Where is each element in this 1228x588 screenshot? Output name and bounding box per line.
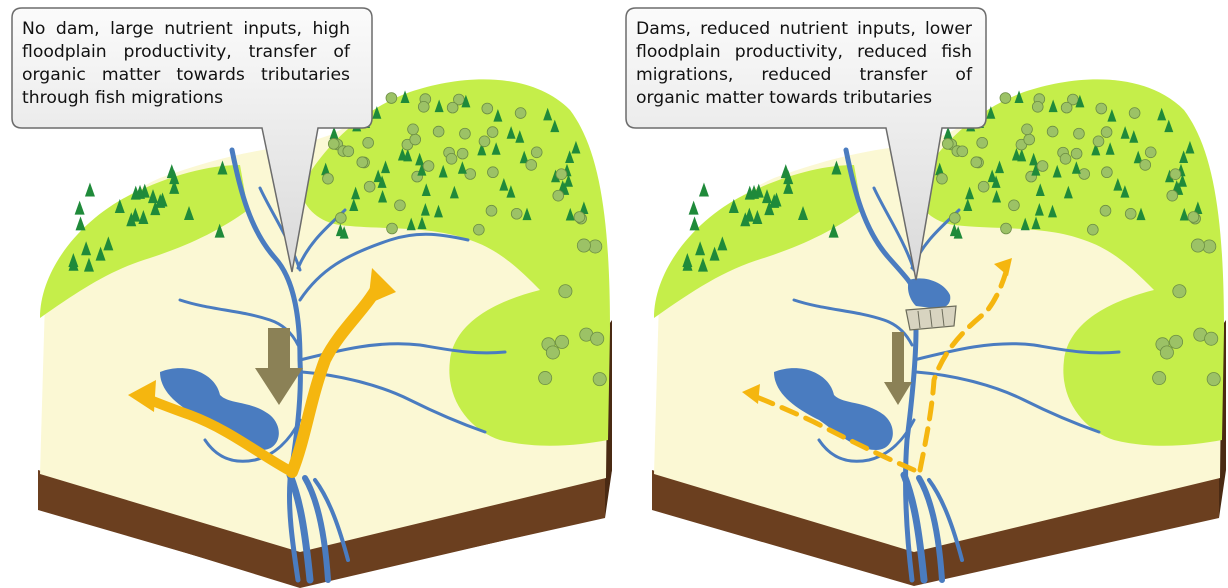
panel-dams: Dams, reduced nutrient inputs, lower flo… — [614, 0, 1228, 588]
broadleaf-tree — [978, 181, 989, 192]
broadleaf-tree — [433, 126, 444, 137]
broadleaf-tree — [977, 137, 988, 148]
broadleaf-tree — [328, 138, 339, 149]
broadleaf-tree — [1101, 127, 1112, 138]
panel-no-dam: No dam, large nutrient inputs, high floo… — [0, 0, 614, 588]
broadleaf-tree — [1167, 190, 1178, 201]
broadleaf-tree — [574, 212, 585, 223]
broadleaf-tree — [410, 134, 421, 145]
broadleaf-tree — [526, 160, 537, 171]
broadleaf-tree — [473, 224, 484, 235]
broadleaf-tree — [395, 200, 406, 211]
broadleaf-tree — [1129, 108, 1140, 119]
broadleaf-tree — [1087, 224, 1098, 235]
broadleaf-tree — [539, 371, 552, 384]
conifer-tree — [76, 216, 86, 230]
broadleaf-tree — [949, 213, 960, 224]
broadleaf-tree — [515, 108, 526, 119]
broadleaf-tree — [1207, 373, 1220, 386]
callout-text: Dams, reduced nutrient inputs, lower flo… — [636, 18, 972, 110]
broadleaf-tree — [1205, 332, 1218, 345]
broadleaf-tree — [1022, 124, 1033, 135]
broadleaf-tree — [1170, 169, 1181, 180]
broadleaf-tree — [556, 169, 567, 180]
conifer-tree — [85, 183, 95, 197]
broadleaf-tree — [1101, 167, 1112, 178]
broadleaf-tree — [457, 148, 468, 159]
broadleaf-tree — [591, 332, 604, 345]
broadleaf-tree — [1191, 239, 1204, 252]
broadleaf-tree — [482, 103, 493, 114]
broadleaf-tree — [486, 205, 497, 216]
broadleaf-tree — [1140, 160, 1151, 171]
broadleaf-tree — [1061, 102, 1072, 113]
broadleaf-tree — [1169, 335, 1182, 348]
broadleaf-tree — [1074, 128, 1085, 139]
broadleaf-tree — [511, 208, 522, 219]
broadleaf-tree — [937, 173, 948, 184]
broadleaf-tree — [1160, 346, 1173, 359]
broadleaf-tree — [1173, 285, 1186, 298]
broadleaf-tree — [487, 167, 498, 178]
broadleaf-tree — [1071, 148, 1082, 159]
broadleaf-tree — [335, 213, 346, 224]
broadleaf-tree — [577, 239, 590, 252]
broadleaf-tree — [1188, 212, 1199, 223]
broadleaf-tree — [386, 93, 397, 104]
broadleaf-tree — [957, 146, 968, 157]
broadleaf-tree — [1153, 371, 1166, 384]
broadleaf-tree — [408, 124, 419, 135]
broadleaf-tree — [447, 102, 458, 113]
broadleaf-tree — [343, 146, 354, 157]
conifer-tree — [690, 216, 700, 230]
callout-text: No dam, large nutrient inputs, high floo… — [22, 18, 350, 110]
broadleaf-tree — [1001, 223, 1012, 234]
broadleaf-tree — [446, 153, 457, 164]
broadleaf-tree — [546, 346, 559, 359]
broadleaf-tree — [460, 128, 471, 139]
broadleaf-tree — [465, 169, 476, 180]
broadleaf-tree — [387, 223, 398, 234]
broadleaf-tree — [1032, 101, 1043, 112]
conifer-tree — [689, 201, 699, 215]
broadleaf-tree — [553, 190, 564, 201]
broadleaf-tree — [479, 136, 490, 147]
broadleaf-tree — [559, 285, 572, 298]
broadleaf-tree — [1009, 200, 1020, 211]
broadleaf-tree — [1037, 161, 1048, 172]
broadleaf-tree — [1079, 169, 1090, 180]
broadleaf-tree — [971, 157, 982, 168]
broadleaf-tree — [423, 161, 434, 172]
broadleaf-tree — [1145, 147, 1156, 158]
broadleaf-tree — [1060, 153, 1071, 164]
broadleaf-tree — [323, 173, 334, 184]
broadleaf-tree — [357, 157, 368, 168]
broadleaf-tree — [1100, 205, 1111, 216]
broadleaf-tree — [1125, 208, 1136, 219]
conifer-tree — [699, 183, 709, 197]
broadleaf-tree — [1093, 136, 1104, 147]
broadleaf-tree — [363, 137, 374, 148]
broadleaf-tree — [555, 335, 568, 348]
conifer-tree — [75, 201, 85, 215]
broadleaf-tree — [1047, 126, 1058, 137]
broadleaf-tree — [364, 181, 375, 192]
broadleaf-tree — [531, 147, 542, 158]
dam — [906, 306, 956, 330]
broadleaf-tree — [418, 101, 429, 112]
broadleaf-tree — [1096, 103, 1107, 114]
broadleaf-tree — [942, 138, 953, 149]
broadleaf-tree — [1024, 134, 1035, 145]
broadleaf-tree — [487, 127, 498, 138]
broadleaf-tree — [593, 373, 606, 386]
broadleaf-tree — [1000, 93, 1011, 104]
